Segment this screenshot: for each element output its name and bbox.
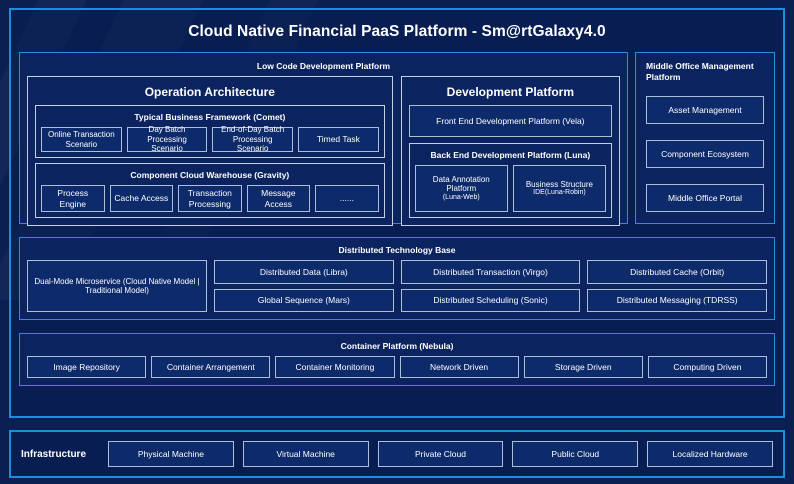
container-platform-panel: Container Platform (Nebula) Image Reposi…: [19, 333, 775, 386]
back-end-development-platform-panel: Back End Development Platform (Luna) Dat…: [408, 143, 612, 218]
infrastructure-label: Infrastructure: [21, 448, 87, 460]
node-container-monitoring[interactable]: Container Monitoring: [275, 356, 395, 378]
node-distributed-messaging[interactable]: Distributed Messaging (TDRSS): [587, 288, 768, 312]
middle-office-title: Middle Office Management Platform: [646, 61, 754, 83]
node-data-annotation-platform-sub: (Luna-Web): [442, 193, 480, 201]
node-business-structure-ide-main: Business Structure: [525, 179, 593, 189]
node-end-of-day-batch-processing-scenario[interactable]: End-of-Day Batch Processing Scenario: [212, 125, 294, 153]
node-public-cloud[interactable]: Public Cloud: [512, 441, 639, 467]
development-platform-panel: Development Platform Front End Developme…: [400, 76, 620, 226]
node-distributed-data[interactable]: Distributed Data (Libra): [214, 260, 394, 284]
node-computing-driven[interactable]: Computing Driven: [647, 356, 768, 378]
dtb-column-2: Distributed Transaction (Virgo) Distribu…: [400, 260, 581, 312]
node-asset-management[interactable]: Asset Management: [646, 96, 764, 125]
node-transaction-processing[interactable]: Transaction Processing: [178, 185, 242, 212]
node-day-batch-processing-scenario[interactable]: Day Batch Processing Scenario: [126, 125, 208, 153]
platform-main-panel: Cloud Native Financial PaaS Platform - S…: [9, 8, 785, 418]
node-timed-task[interactable]: Timed Task: [298, 127, 379, 152]
node-global-sequence[interactable]: Global Sequence (Mars): [214, 288, 394, 312]
node-cache-access[interactable]: Cache Access: [109, 185, 174, 212]
node-data-annotation-platform-main: Data Annotation Platform: [432, 174, 490, 194]
node-more-components[interactable]: ......: [315, 185, 379, 212]
node-middle-office-portal[interactable]: Middle Office Portal: [646, 183, 764, 212]
node-distributed-scheduling[interactable]: Distributed Scheduling (Sonic): [400, 288, 581, 312]
component-cloud-warehouse-title: Component Cloud Warehouse (Gravity): [130, 170, 290, 180]
node-component-ecosystem[interactable]: Component Ecosystem: [646, 140, 764, 169]
dtb-column-3: Distributed Cache (Orbit) Distributed Me…: [587, 260, 768, 312]
middle-office-management-platform: Middle Office Management Platform Asset …: [635, 52, 775, 224]
low-code-development-platform: Low Code Development Platform Operation …: [19, 52, 628, 226]
typical-business-framework-title: Typical Business Framework (Comet): [134, 112, 286, 122]
node-virtual-machine[interactable]: Virtual Machine: [242, 441, 369, 467]
container-platform-header: Container Platform (Nebula): [340, 341, 454, 351]
node-container-arrangement[interactable]: Container Arrangement: [151, 356, 271, 378]
upper-region: Low Code Development Platform Operation …: [19, 52, 775, 226]
distributed-technology-base-header: Distributed Technology Base: [338, 245, 456, 255]
node-front-end-development-platform[interactable]: Front End Development Platform (Vela): [408, 105, 612, 137]
node-data-annotation-platform[interactable]: Data Annotation Platform (Luna-Web): [414, 165, 508, 212]
node-distributed-transaction[interactable]: Distributed Transaction (Virgo): [400, 260, 581, 284]
node-dual-mode-microservice[interactable]: Dual-Mode Microservice (Cloud Native Mod…: [27, 260, 207, 312]
dtb-column-1: Distributed Data (Libra) Global Sequence…: [214, 260, 394, 312]
operation-architecture-title: Operation Architecture: [144, 85, 275, 99]
node-distributed-cache[interactable]: Distributed Cache (Orbit): [587, 260, 768, 284]
node-private-cloud[interactable]: Private Cloud: [377, 441, 504, 467]
typical-business-framework-panel: Typical Business Framework (Comet) Onlin…: [35, 105, 385, 158]
page-title: Cloud Native Financial PaaS Platform - S…: [188, 23, 606, 40]
node-process-engine[interactable]: Process Engine: [41, 185, 105, 212]
node-business-structure-ide-sub: IDE(Luna-Robin): [533, 189, 586, 197]
development-platform-title: Development Platform: [446, 85, 575, 99]
operation-architecture-panel: Operation Architecture Typical Business …: [27, 76, 393, 226]
infrastructure-panel: Infrastructure Physical Machine Virtual …: [9, 430, 785, 478]
node-network-driven[interactable]: Network Driven: [399, 356, 519, 378]
distributed-technology-base-panel: Distributed Technology Base Dual-Mode Mi…: [19, 237, 775, 320]
node-image-repository[interactable]: Image Repository: [27, 356, 147, 378]
low-code-header: Low Code Development Platform: [256, 61, 391, 71]
node-online-transaction-scenario[interactable]: Online Transaction Scenario: [41, 127, 122, 152]
node-localized-hardware[interactable]: Localized Hardware: [647, 441, 773, 467]
back-end-development-platform-title: Back End Development Platform (Luna): [430, 150, 591, 160]
component-cloud-warehouse-panel: Component Cloud Warehouse (Gravity) Proc…: [35, 163, 385, 218]
node-message-access[interactable]: Message Access: [246, 185, 311, 212]
node-storage-driven[interactable]: Storage Driven: [523, 356, 643, 378]
node-business-structure-ide[interactable]: Business Structure IDE(Luna-Robin): [512, 165, 606, 212]
node-physical-machine[interactable]: Physical Machine: [108, 441, 234, 467]
